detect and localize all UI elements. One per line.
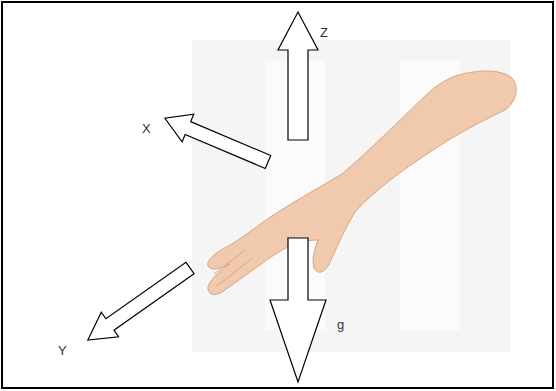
frame bbox=[2, 2, 553, 388]
y-axis-arrow bbox=[79, 256, 198, 353]
axis-label: g bbox=[337, 318, 344, 331]
z-axis-arrow bbox=[278, 12, 318, 140]
gravity-arrow bbox=[270, 238, 326, 382]
finger-line bbox=[216, 258, 252, 286]
hand bbox=[208, 71, 516, 294]
x-axis-arrow bbox=[159, 104, 274, 175]
finger-line bbox=[214, 250, 245, 274]
axis-label: X bbox=[142, 122, 151, 135]
axis-label: Z bbox=[320, 26, 328, 39]
axis-label: Y bbox=[58, 344, 67, 357]
